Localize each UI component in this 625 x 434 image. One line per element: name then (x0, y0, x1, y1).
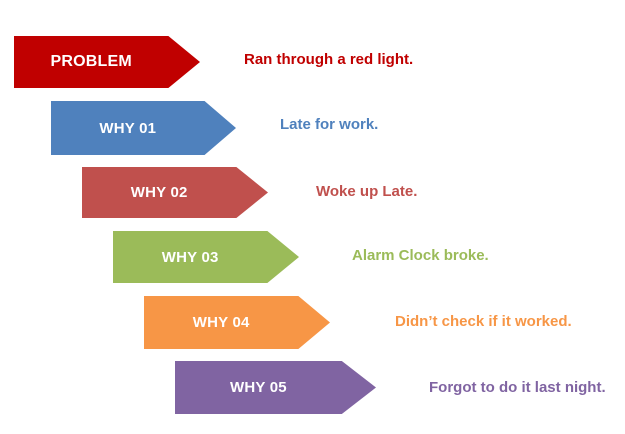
step-tag-problem: PROBLEM (50, 53, 132, 70)
step-tag-why-05: WHY 05 (230, 379, 287, 396)
step-arrow-why-01: WHY 01 (51, 101, 236, 155)
step-tag-why-03: WHY 03 (161, 248, 219, 266)
step-arrow-problem: PROBLEM (14, 36, 200, 88)
step-arrow-why-02: WHY 02 (82, 167, 268, 218)
step-tag-why-04: WHY 04 (192, 314, 250, 331)
step-text-why-03: Alarm Clock broke. (352, 247, 489, 264)
step-tag-why-01: WHY 01 (99, 119, 157, 137)
step-text-why-04: Didn’t check if it worked. (395, 313, 572, 330)
step-text-problem: Ran through a red light. (244, 51, 414, 68)
step-text-why-01: Late for work. (280, 116, 379, 133)
step-text-why-02: Woke up Late. (316, 183, 418, 200)
step-arrow-why-04: WHY 04 (144, 296, 330, 349)
step-arrow-why-03: WHY 03 (113, 231, 299, 283)
step-arrow-why-05: WHY 05 (175, 361, 376, 414)
step-tag-why-02: WHY 02 (130, 184, 188, 201)
step-text-why-05: Forgot to do it last night. (429, 379, 606, 396)
